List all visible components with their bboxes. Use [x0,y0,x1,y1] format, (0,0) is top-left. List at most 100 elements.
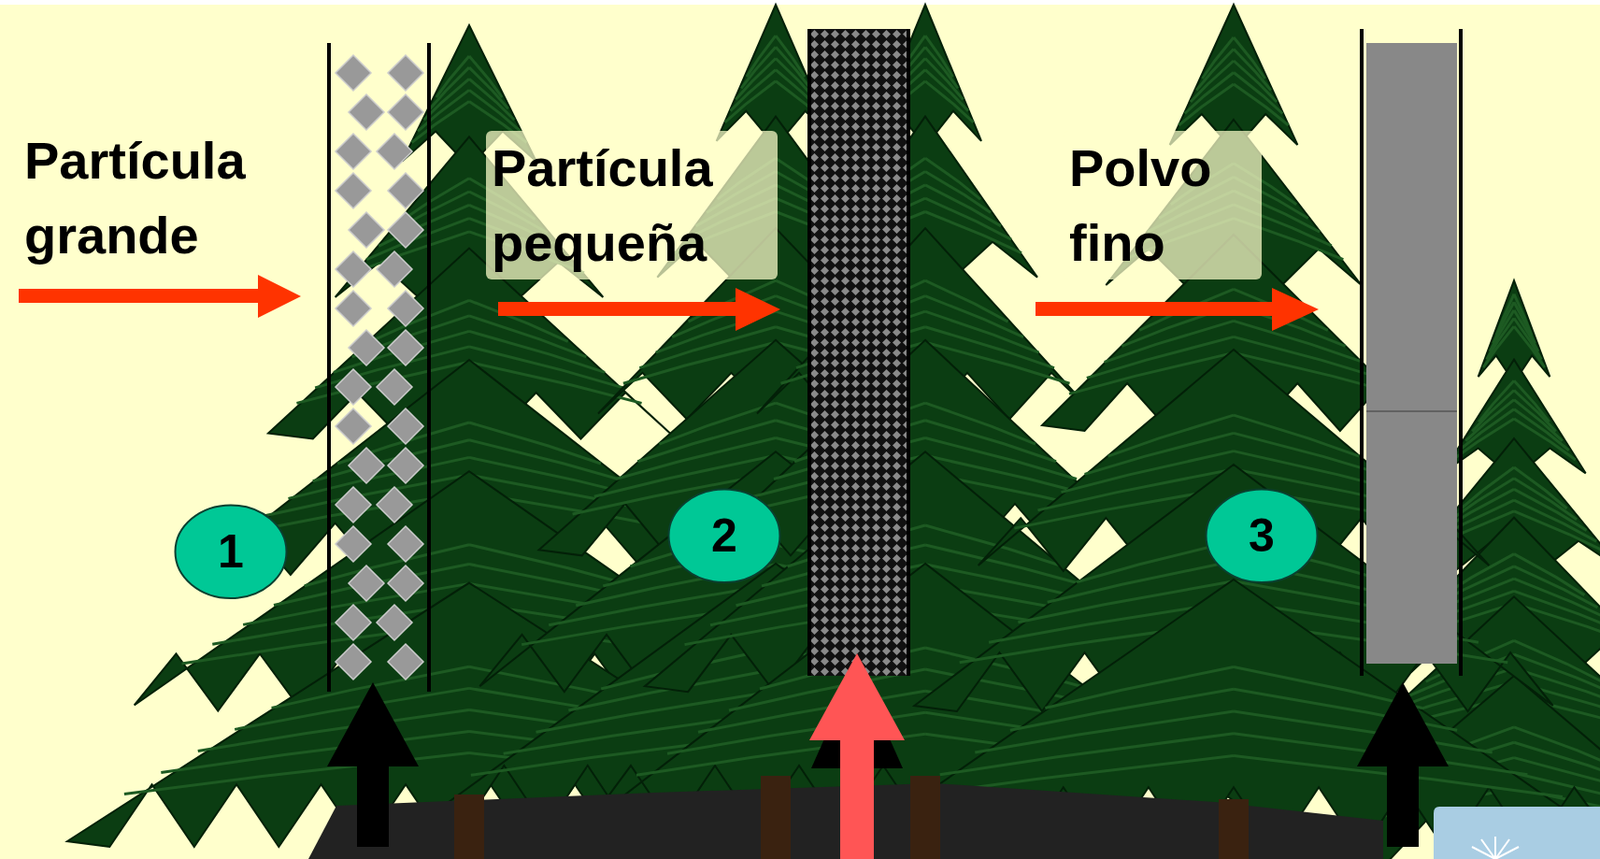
tree-branch [1233,84,1289,126]
tree-branch [925,171,991,213]
hot-air-arrow [809,653,905,859]
tree-branch [1514,488,1587,530]
tree-branch [1514,380,1550,422]
coarse-mesh-cell [335,290,372,327]
coarse-mesh-cell [335,55,372,91]
updraft-arrows [327,665,1449,847]
coarse-mesh-cell [387,94,424,130]
tree-branch [1196,49,1234,91]
node-text-group: 2 [711,510,738,562]
callout-number: 2 [711,510,738,562]
tree-branch [940,733,1234,775]
coarse-mesh-cell [376,251,413,287]
tree-branch [1514,478,1577,520]
tree-branch [1185,72,1234,115]
tree-branch [1514,554,1585,596]
coarse-mesh-cell [335,408,372,444]
tree-branch [1010,688,1234,730]
tree-branch [1514,409,1570,451]
tree-branch [436,56,470,98]
tree-branch [925,198,1012,240]
coarse-mesh-cell [335,251,372,287]
node-text-group: 3 [1248,510,1275,562]
tree-branch [1233,72,1283,115]
pine-tree [850,4,1600,852]
tree-branch [729,70,776,112]
coarse-mesh-cell [387,565,424,601]
particle-label: Polvo fino [1063,130,1262,280]
coarse-mesh-cell [335,526,372,562]
tree-trunk [760,775,791,859]
tree-branch [1233,711,1493,753]
top-strip [0,0,1600,5]
coarse-mesh-cell [387,55,424,91]
tree-branch [1044,667,1234,709]
tree-trunk [1218,799,1249,859]
coarse-mesh-cell [348,94,385,130]
tree-branch [469,56,502,98]
tree-branch [1233,60,1277,102]
tree-branch [1233,49,1272,91]
tree-trunks [454,775,1529,859]
tree-branch [1514,326,1545,368]
coarse-mesh-cell [387,526,424,562]
callout-ellipse: 1 [173,503,288,600]
tree-branch [1201,37,1234,79]
tree-branch [417,89,470,131]
coarse-filter [328,42,429,692]
coarse-mesh-cell [335,486,372,523]
coarse-mesh-cell [387,643,424,680]
coarse-mesh-cell [335,369,372,405]
water-box [1433,806,1600,859]
coarse-mesh-cell [348,565,385,601]
coarse-mesh-cell [348,212,385,248]
tree-branch [735,58,776,100]
node-text-group: 1 [217,526,244,578]
tree-branch [925,46,958,88]
tree-branch [1047,560,1234,602]
callout-ellipse: 2 [667,487,782,585]
tree-branch [429,67,470,109]
tree-branch [1458,409,1515,451]
particle-label: Partícula grande [18,123,311,272]
coarse-mesh-cell [335,604,372,641]
tree-branch [1233,37,1266,79]
coarse-mesh-cell [387,290,424,327]
ellipse-shape [669,488,781,583]
tree-branch [124,752,470,794]
coarse-mesh-cell [387,329,424,366]
tree-branch [725,81,776,123]
tree-branch [198,709,470,751]
tree-branch [974,711,1234,753]
tree-branch [1178,84,1234,126]
coarse-mesh-cell [376,486,413,523]
tree-branch [469,67,509,109]
coarse-mesh-cell [335,643,372,680]
tree-branch [411,101,470,143]
ellipse-shape [1206,488,1318,583]
coarse-mesh-cell [348,447,385,484]
coarse-mesh-cell [376,369,413,405]
dust-filter [1361,28,1461,676]
callout-number: 3 [1248,510,1275,562]
callout-ellipse: 3 [1204,487,1319,585]
coarse-mesh-cell [335,133,372,170]
fine-filter [809,28,909,676]
tree-branch [925,157,981,200]
coarse-mesh-cell [376,604,413,641]
tree-branch [1514,317,1542,359]
tree-branch [925,70,969,112]
tree-branch [1478,380,1515,422]
ellipse-shape [175,504,287,599]
flow-arrows [18,274,1319,331]
coarse-mesh-cell [387,212,424,248]
tree-branch [775,46,811,88]
tree-trunk [910,775,941,859]
tree-branch [469,89,521,131]
tree-branch [925,58,964,100]
coarse-mesh-cell [348,329,385,366]
callout-number: 1 [217,526,244,578]
tree-branch [1190,60,1234,102]
coarse-mesh-cell [376,133,413,170]
